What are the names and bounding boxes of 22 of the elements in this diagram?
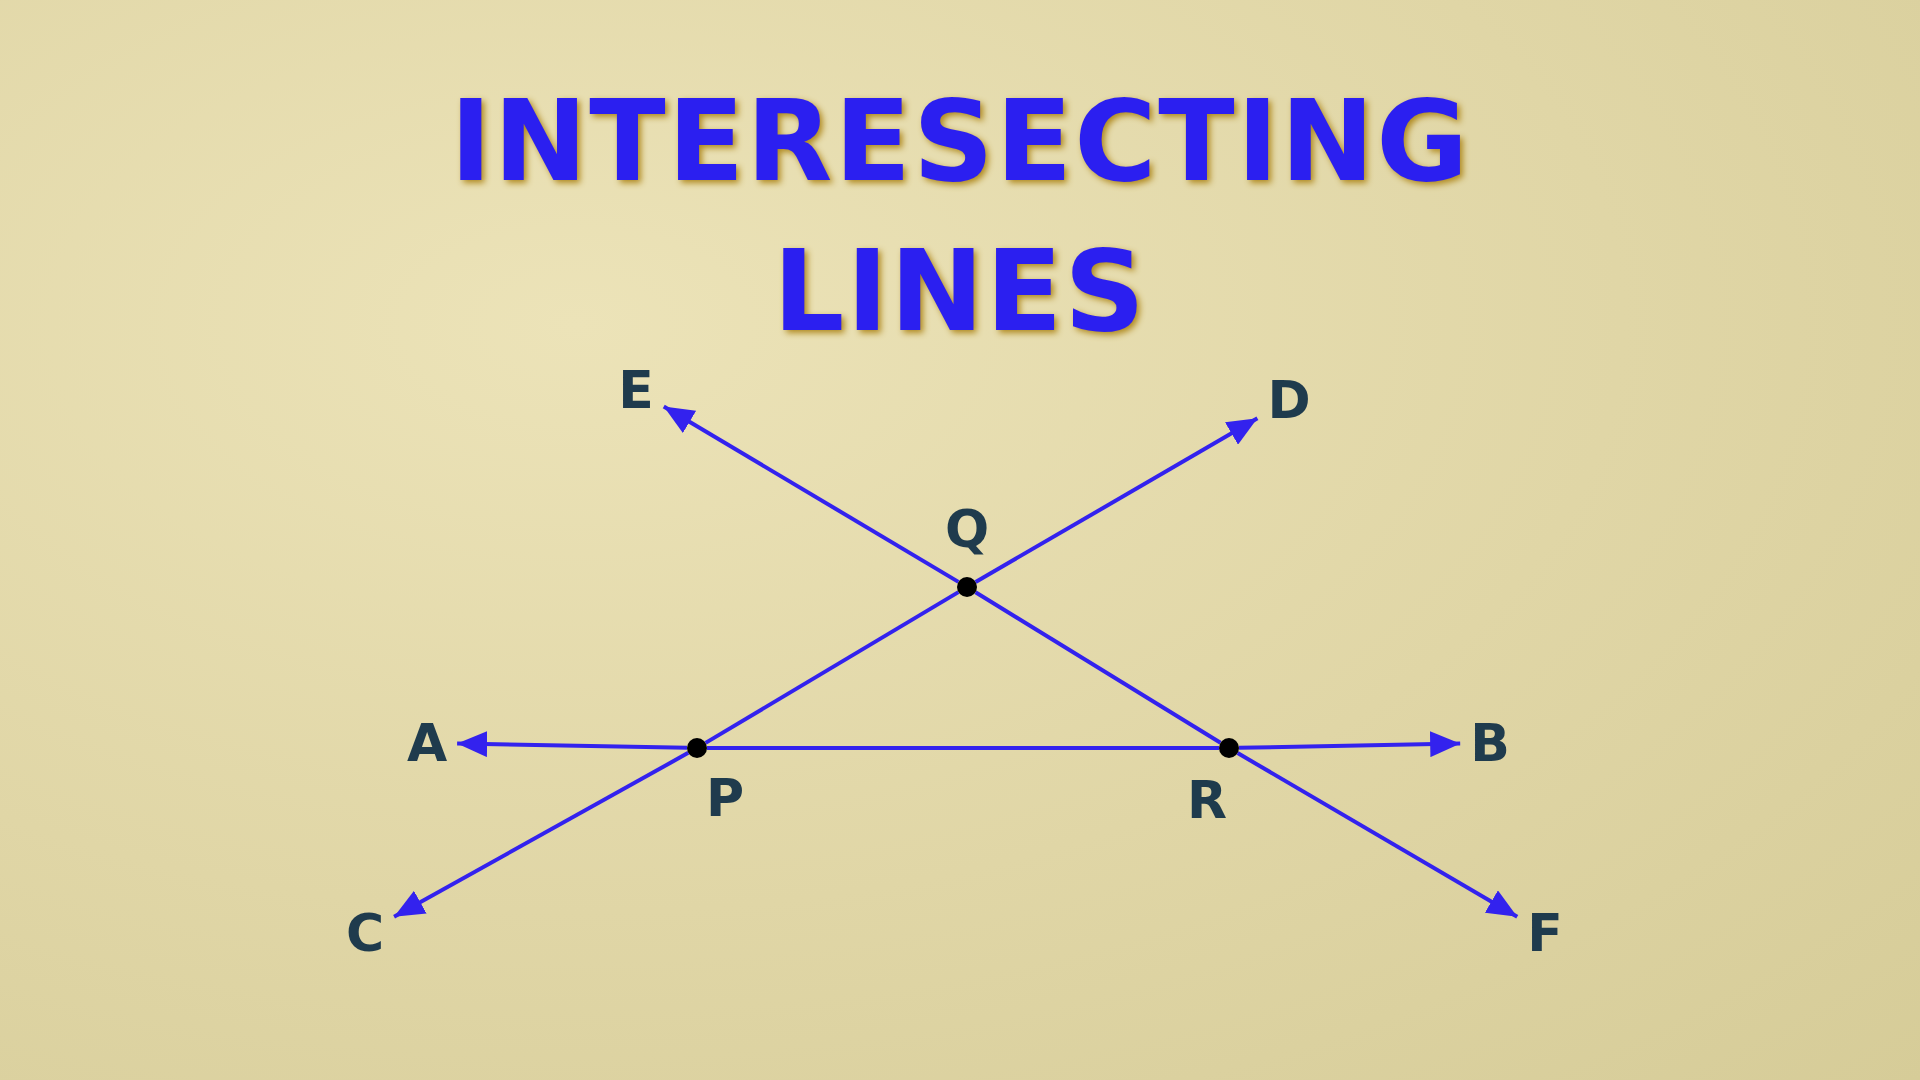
- point-label: C: [335, 901, 395, 965]
- point-label: A: [396, 711, 458, 775]
- point-dot: [687, 738, 707, 758]
- line: [974, 590, 1222, 745]
- point-label: R: [1186, 769, 1228, 832]
- line: [704, 590, 960, 745]
- point-label: Q: [943, 498, 991, 561]
- point-label: D: [1257, 368, 1321, 432]
- title: INTERESECTING LINES: [448, 75, 1472, 358]
- line: [974, 416, 1259, 584]
- point-label: E: [608, 358, 664, 422]
- line: [1238, 731, 1461, 758]
- point-dot: [1219, 738, 1239, 758]
- line: [1236, 751, 1519, 919]
- point-label: B: [1460, 711, 1520, 775]
- point-label: F: [1517, 901, 1573, 965]
- line: [393, 751, 690, 919]
- point-label: P: [704, 767, 746, 830]
- line: [457, 731, 688, 758]
- line: [707, 746, 1219, 750]
- line: [662, 404, 960, 584]
- point-dot: [957, 577, 977, 597]
